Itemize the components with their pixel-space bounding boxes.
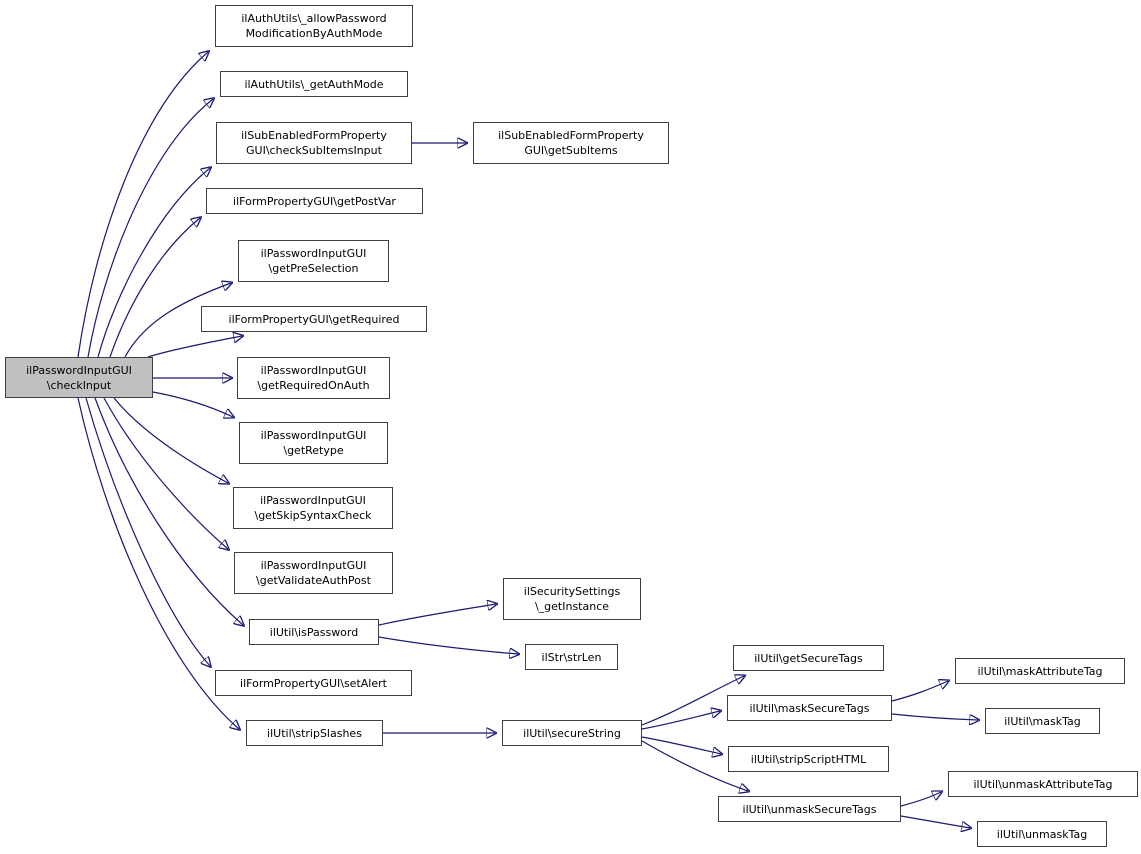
node-allow-password-modification-by-auth-mode[interactable]: ilAuthUtils\_allowPassword ModificationB… [215, 5, 413, 47]
node-get-secure-tags[interactable]: ilUtil\getSecureTags [733, 645, 884, 671]
edge-check-input-to-get-post-var [109, 218, 200, 358]
edge-check-input-to-check-sub-items-input [97, 168, 210, 358]
edge-mask-secure-tags-to-mask-tag [891, 713, 978, 720]
node-get-post-var[interactable]: ilFormPropertyGUI\getPostVar [206, 188, 423, 214]
node-get-sub-items[interactable]: ilSubEnabledFormProperty GUI\getSubItems [473, 122, 669, 164]
edge-check-input-to-strip-slashes [77, 397, 239, 729]
node-set-alert[interactable]: ilFormPropertyGUI\setAlert [215, 670, 412, 696]
edge-check-input-to-get-required [147, 336, 242, 358]
node-get-required-on-auth[interactable]: ilPasswordInputGUI \getRequiredOnAuth [237, 357, 390, 399]
edge-check-input-to-get-skip-syntax-check [113, 397, 228, 483]
edge-secure-string-to-mask-secure-tags [641, 711, 720, 730]
node-check-input: ilPasswordInputGUI \checkInput [5, 357, 153, 398]
node-unmask-tag[interactable]: ilUtil\unmaskTag [977, 821, 1107, 847]
edge-secure-string-to-unmask-secure-tags [641, 740, 748, 791]
edge-is-password-to-str-len [378, 636, 518, 654]
node-is-password[interactable]: ilUtil\isPassword [249, 619, 379, 645]
node-get-skip-syntax-check[interactable]: ilPasswordInputGUI \getSkipSyntaxCheck [233, 487, 393, 529]
edge-unmask-secure-tags-to-unmask-attribute-tag [900, 792, 941, 807]
node-unmask-attribute-tag[interactable]: ilUtil\unmaskAttributeTag [948, 771, 1138, 797]
edge-check-input-to-get-pre-selection [124, 283, 231, 358]
edge-check-input-to-allow-password-modification-by-auth-mode [77, 52, 208, 358]
edge-check-input-to-get-retype [152, 391, 233, 417]
edge-check-input-to-get-validate-auth-post [103, 397, 228, 549]
edge-is-password-to-get-instance [378, 604, 496, 626]
node-strip-script-html[interactable]: ilUtil\stripScriptHTML [728, 746, 889, 772]
edge-secure-string-to-strip-script-html [641, 736, 721, 754]
edge-check-input-to-get-auth-mode [87, 99, 213, 358]
node-mask-secure-tags[interactable]: ilUtil\maskSecureTags [727, 695, 892, 721]
node-get-retype[interactable]: ilPasswordInputGUI \getRetype [239, 422, 388, 464]
node-get-validate-auth-post[interactable]: ilPasswordInputGUI \getValidateAuthPost [234, 552, 393, 594]
node-unmask-secure-tags[interactable]: ilUtil\unmaskSecureTags [718, 796, 901, 822]
node-get-auth-mode[interactable]: ilAuthUtils\_getAuthMode [220, 71, 408, 97]
edge-check-input-to-is-password [94, 397, 243, 625]
node-strip-slashes[interactable]: ilUtil\stripSlashes [246, 720, 383, 746]
edge-secure-string-to-get-secure-tags [641, 676, 744, 726]
node-get-instance[interactable]: ilSecuritySettings \_getInstance [503, 578, 641, 620]
node-get-required[interactable]: ilFormPropertyGUI\getRequired [201, 306, 427, 332]
node-secure-string[interactable]: ilUtil\secureString [502, 720, 642, 746]
edge-mask-secure-tags-to-mask-attribute-tag [891, 681, 948, 702]
node-check-sub-items-input[interactable]: ilSubEnabledFormProperty GUI\checkSubIte… [216, 122, 412, 164]
node-mask-tag[interactable]: ilUtil\maskTag [985, 708, 1100, 734]
edge-check-input-to-set-alert [85, 397, 210, 666]
edge-unmask-secure-tags-to-unmask-tag [900, 815, 970, 828]
node-mask-attribute-tag[interactable]: ilUtil\maskAttributeTag [955, 658, 1125, 684]
node-str-len[interactable]: ilStr\strLen [525, 644, 618, 670]
node-get-pre-selection[interactable]: ilPasswordInputGUI \getPreSelection [238, 240, 389, 282]
